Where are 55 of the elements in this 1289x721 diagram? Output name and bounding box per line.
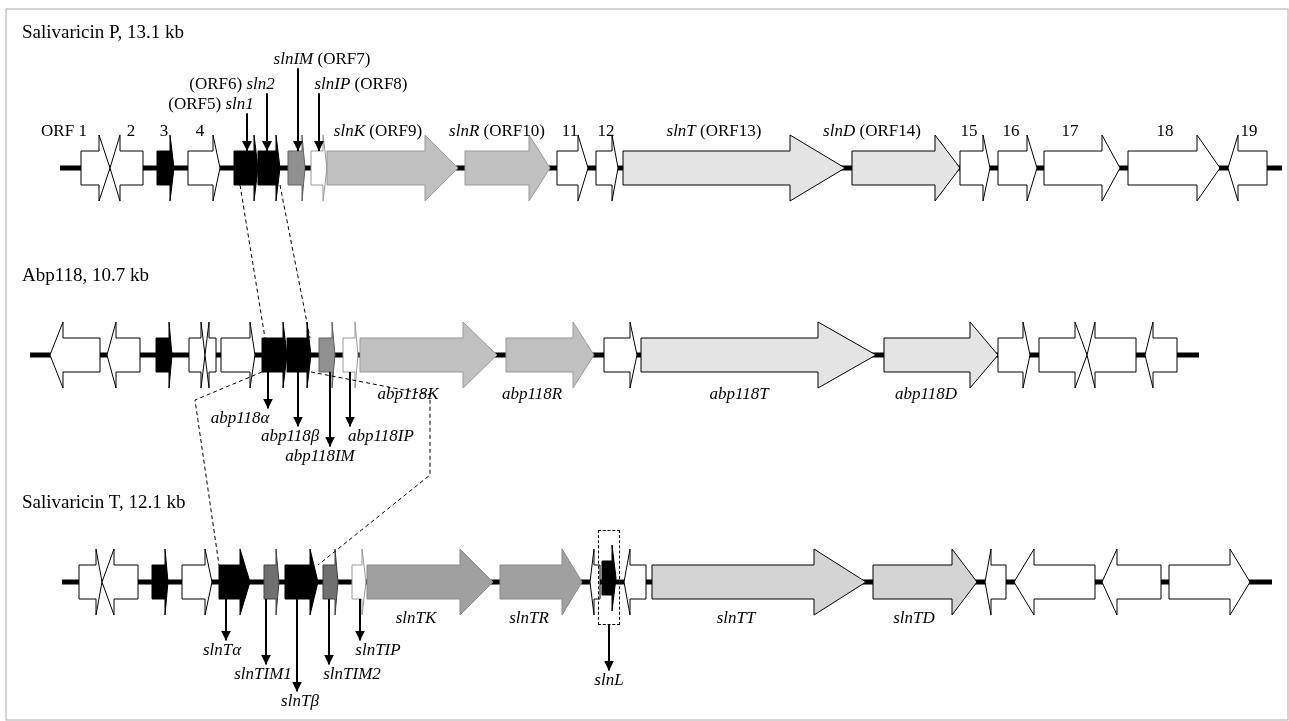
leader-arrow	[345, 371, 355, 428]
gene-label: abp118IP	[348, 426, 414, 446]
gene-label: 3	[159, 121, 169, 141]
gene-label: 2	[126, 121, 136, 141]
gene-label: abp118T	[709, 384, 769, 404]
gene-label: slnD (ORF14)	[823, 121, 921, 141]
gene-label: abp118K	[377, 384, 439, 404]
dashed-connector	[194, 371, 263, 566]
gene-label: abp118IM	[285, 446, 355, 466]
gene-label: slnT (ORF13)	[666, 121, 762, 141]
gene-label: (ORF6) sln2	[189, 74, 275, 94]
cluster-title: Salivaricin T, 12.1 kb	[22, 492, 186, 513]
gene-label: slnTD	[893, 608, 935, 628]
dashed-connector	[279, 184, 311, 339]
gene-label: slnTK	[395, 608, 437, 628]
gene-label: slnTR	[509, 608, 549, 628]
leader-arrow	[263, 371, 273, 410]
gene-label: 12	[597, 121, 615, 141]
gene-label: slnTIM1	[234, 664, 292, 684]
gene-label: 11	[561, 121, 579, 141]
leader-arrow	[314, 92, 324, 152]
dashed-connector	[310, 371, 431, 566]
dashed-box	[598, 530, 620, 625]
gene-label: abp118β	[260, 426, 320, 446]
leader-arrow	[325, 371, 335, 448]
leader-arrow	[293, 371, 303, 428]
dashed-connector	[239, 184, 266, 339]
leader-arrow	[261, 598, 271, 666]
leader-arrow	[324, 598, 334, 666]
gene-label: slnIP (ORF8)	[314, 74, 408, 94]
gene-label: slnR (ORF10)	[449, 121, 545, 141]
leader-arrow	[262, 92, 272, 152]
gene-label: ORF 1	[41, 121, 87, 141]
gene-label: 18	[1156, 121, 1174, 141]
leader-arrow	[604, 624, 614, 672]
leader-arrow	[242, 112, 252, 152]
leader-arrow	[293, 67, 303, 152]
gene-label: 17	[1061, 121, 1079, 141]
gene-label: slnTβ	[281, 691, 319, 711]
gene-label: slnIM (ORF7)	[273, 49, 371, 69]
gene-label: abp118D	[895, 384, 957, 404]
cluster-title: Salivaricin P, 13.1 kb	[22, 22, 185, 43]
leader-arrow	[292, 598, 302, 693]
gene-label: 16	[1002, 121, 1020, 141]
cluster-title: Abp118, 10.7 kb	[22, 265, 150, 286]
gene-label: abp118α	[210, 408, 270, 428]
gene-label: (ORF5) sln1	[168, 94, 254, 114]
gene-label: 4	[195, 121, 205, 141]
leader-arrow	[355, 598, 365, 642]
leader-arrow	[221, 598, 231, 642]
gene-label: slnTT	[716, 608, 756, 628]
gene-label: abp118R	[501, 384, 563, 404]
gene-label: slnK (ORF9)	[333, 121, 423, 141]
gene-label: 15	[960, 121, 978, 141]
gene-label: 19	[1240, 121, 1258, 141]
